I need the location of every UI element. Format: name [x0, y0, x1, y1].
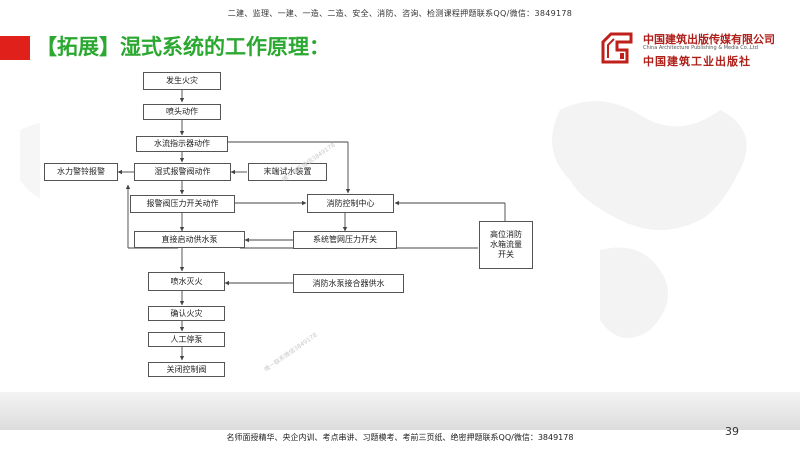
- tank-switch-line-3: 开关: [498, 250, 514, 259]
- flow-diagram: 发生火灾 喷头动作 水流指示器动作 湿式报警阀动作 水力警铃报警 末端试水装置 …: [40, 66, 534, 388]
- node-flow-indicator: 水流指示器动作: [136, 136, 228, 152]
- node-control-center: 消防控制中心: [307, 194, 394, 213]
- node-start-pump: 直接启动供水泵: [134, 231, 245, 248]
- publisher-block: 中国建筑出版传媒有限公司 China Architecture Publishi…: [597, 28, 797, 70]
- node-adapter: 消防水泵接合器供水: [293, 274, 404, 293]
- tank-switch-line-1: 高位消防: [490, 230, 522, 239]
- node-confirm: 确认火灾: [148, 306, 225, 321]
- node-tank-flow-switch: 高位消防 水箱流量 开关: [479, 221, 533, 269]
- node-water-bell: 水力警铃报警: [44, 163, 118, 181]
- node-spray: 喷水灭火: [148, 272, 225, 291]
- node-stop-pump: 人工停泵: [148, 332, 225, 347]
- page-number: 39: [725, 425, 739, 438]
- node-alarm-valve: 湿式报警阀动作: [134, 163, 231, 181]
- publisher-name-cn: 中国建筑出版传媒有限公司: [643, 33, 775, 46]
- tank-switch-line-2: 水箱流量: [490, 240, 522, 249]
- node-fire: 发生火灾: [143, 72, 221, 90]
- publisher-name-en: China Architecture Publishing & Media Co…: [643, 45, 758, 51]
- slide-title: 【拓展】湿式系统的工作原理：: [36, 35, 330, 59]
- node-pipe-pressure: 系统管网压力开关: [293, 231, 397, 249]
- bottom-banner: 名师面授精华、央企内训、考点串讲、习题模考、考前三页纸、绝密押题联系QQ/微信：…: [226, 433, 574, 442]
- publisher-name-calligraphy: 中国建筑工业出版社: [643, 55, 751, 68]
- publisher-logo-icon: [599, 30, 635, 66]
- flow-connectors: [117, 90, 506, 361]
- floor-shadow: [0, 392, 800, 430]
- node-sprinkler: 喷头动作: [143, 104, 221, 120]
- node-end-test: 末端试水装置: [248, 163, 327, 181]
- node-pressure-switch: 报警阀压力开关动作: [130, 195, 235, 213]
- title-accent-bar: [0, 36, 30, 60]
- top-banner: 二建、监理、一建、一造、二造、安全、消防、咨询、检测课程押题联系QQ/微信：38…: [227, 9, 573, 18]
- node-close-valve: 关闭控制阀: [148, 362, 225, 377]
